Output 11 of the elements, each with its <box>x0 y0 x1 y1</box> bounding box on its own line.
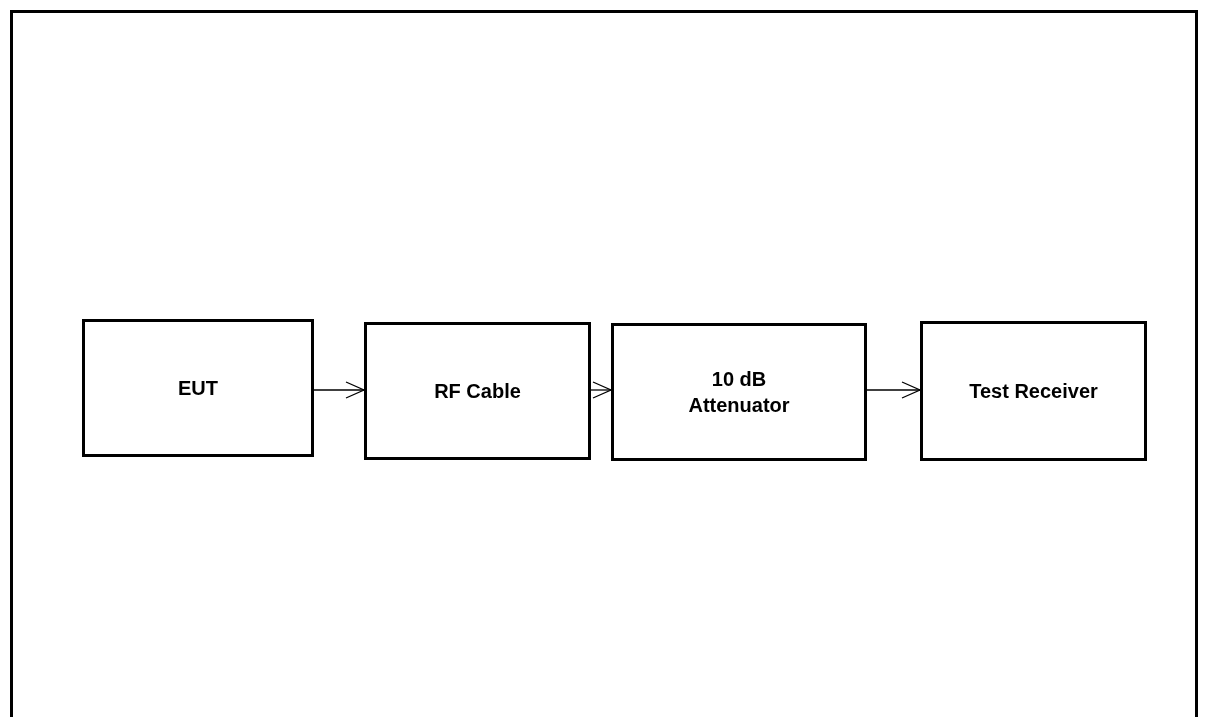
process-box <box>920 321 1147 461</box>
box-label: RF Cable <box>434 379 521 404</box>
box-label: EUT <box>178 376 218 401</box>
process-box <box>364 322 591 460</box>
arrow <box>313 381 365 399</box>
process-box <box>611 323 867 461</box>
arrow <box>866 381 921 399</box>
box-label: 10 dB Attenuator <box>687 367 791 418</box>
arrow <box>590 381 612 399</box>
process-box <box>82 319 314 457</box>
box-label: Test Receiver <box>969 379 1098 404</box>
